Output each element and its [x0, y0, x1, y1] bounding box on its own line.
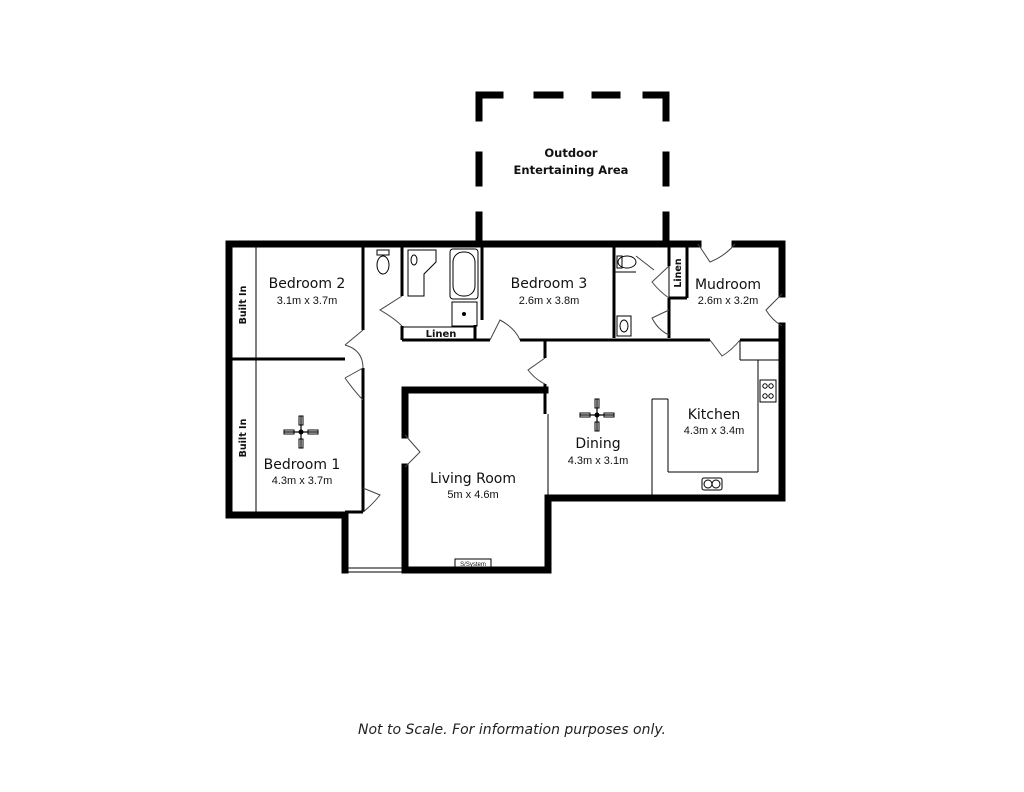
mudroom-name: Mudroom: [695, 277, 761, 293]
bedroom2-dims: 3.1m x 3.7m: [277, 295, 338, 307]
bedroom1-dims: 4.3m x 3.7m: [272, 475, 333, 487]
kitchen-dims: 4.3m x 3.4m: [684, 425, 745, 437]
laundry-tub: [616, 315, 632, 337]
bedroom2-name: Bedroom 2: [269, 276, 346, 292]
outdoor-area-label-line1: Outdoor: [544, 146, 597, 160]
outdoor-area-label-line2: Entertaining Area: [514, 163, 629, 177]
built-in-label-bedroom2: Built In: [238, 285, 249, 324]
toilet-icon-ensuite: [616, 255, 637, 269]
kitchen-name: Kitchen: [688, 407, 741, 423]
s-system-label: S/System: [460, 562, 486, 568]
ceiling-fan-icon: [283, 415, 319, 449]
disclaimer-footer: Not to Scale. For information purposes o…: [358, 722, 666, 738]
built-in-label-bedroom1: Built In: [238, 418, 249, 457]
bedroom1-name: Bedroom 1: [264, 457, 341, 473]
bedroom3-dims: 2.6m x 3.8m: [519, 295, 580, 307]
s-system-box: [454, 558, 492, 568]
bedroom3-name: Bedroom 3: [511, 276, 588, 292]
cooktop-icon: [759, 379, 777, 403]
dining-dims: 4.3m x 3.1m: [568, 455, 629, 467]
dining-name: Dining: [575, 436, 620, 452]
outdoor-area-outline: [475, 91, 670, 248]
bathtub-icon: [449, 248, 479, 300]
linen-label-hall: Linen: [426, 329, 457, 340]
living-room-name: Living Room: [430, 471, 516, 487]
sink-icon: [701, 477, 723, 491]
vanity: [407, 249, 437, 297]
exterior-walls: [225, 240, 786, 574]
mudroom-dims: 2.6m x 3.2m: [698, 295, 759, 307]
shower-icon: [451, 301, 478, 327]
ceiling-fan-icon-dining: [579, 398, 615, 432]
toilet-icon: [376, 249, 390, 275]
linen-label-mudroom: Linen: [673, 258, 684, 288]
living-room-dims: 5m x 4.6m: [447, 489, 498, 501]
door-swing-icon: [344, 243, 783, 513]
linen-cupboard-mudroom: [668, 246, 688, 298]
